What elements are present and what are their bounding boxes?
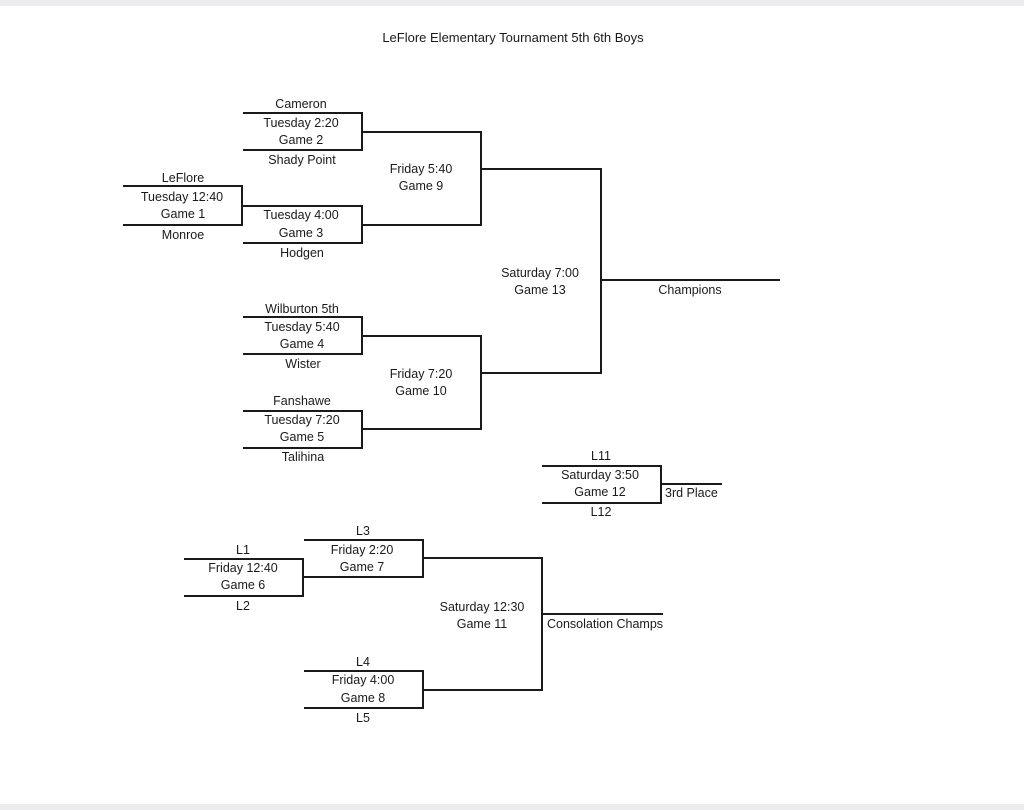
game-12-bottom-team: L12 [590,505,612,519]
game-5-bottom-team: Talihina [281,450,325,464]
game-6-time: Friday 12:40 [208,561,278,575]
game-8-label: Game 8 [340,691,386,705]
game-9-box [362,131,482,226]
bracket-sheet: LeFlore Elementary Tournament 5th 6th Bo… [0,6,1024,804]
consolation-champs-label: Consolation Champs [547,617,664,631]
game-10-box [362,335,482,430]
game-9-label: Game 9 [398,179,444,193]
game-7-top-team: L3 [356,524,370,538]
game-1-bottom-team: Monroe [161,228,205,242]
game-2-time: Tuesday 2:20 [263,116,339,130]
game-4-bottom-team: Wister [285,357,321,371]
game-1-label: Game 1 [160,207,206,221]
game-1-box [123,185,243,226]
game-12-top-team: L11 [591,449,611,463]
game-6-bottom-team: L2 [236,599,250,613]
game-8-time: Friday 4:00 [331,673,395,687]
game-9-time: Friday 5:40 [389,162,453,176]
game-13-box [481,168,602,374]
game-11-time: Saturday 12:30 [439,600,525,614]
game-8-top-team: L4 [356,655,370,669]
game-2-top-team: Cameron [275,97,327,111]
game-1-time: Tuesday 12:40 [140,190,224,204]
game-10-label: Game 10 [395,384,447,398]
game-4-time: Tuesday 5:40 [264,320,340,334]
game-5-label: Game 5 [279,430,325,444]
game-13-label: Game 13 [514,283,566,297]
game-3-bottom-team: Hodgen [280,246,324,260]
third-place-label: 3rd Place [665,486,718,500]
game-3-time: Tuesday 4:00 [263,208,339,222]
game-4-label: Game 4 [279,337,325,351]
game-6-label: Game 6 [220,578,266,592]
game-7-time: Friday 2:20 [330,543,394,557]
game-12-label: Game 12 [574,485,626,499]
game-7-label: Game 7 [339,560,385,574]
game-4-top-team: Wilburton 5th [265,302,339,316]
page-title: LeFlore Elementary Tournament 5th 6th Bo… [382,30,644,45]
game-11-label: Game 11 [456,617,508,631]
game-10-time: Friday 7:20 [389,367,453,381]
game-2-label: Game 2 [278,133,324,147]
game-2-bottom-team: Shady Point [268,153,336,167]
bracket-lines [123,112,780,709]
champions-label: Champions [658,283,722,297]
game-6-top-team: L1 [236,543,250,557]
game-13-time: Saturday 7:00 [501,266,579,280]
game-5-time: Tuesday 7:20 [264,413,340,427]
game-11-box [423,557,663,691]
game-3-label: Game 3 [278,226,324,240]
game-12-box [542,465,722,504]
game-5-top-team: Fanshawe [273,394,331,408]
game-12-time: Saturday 3:50 [561,468,639,482]
game-6-box [184,558,304,597]
game-1-top-team: LeFlore [161,171,205,185]
game-8-bottom-team: L5 [356,711,370,725]
